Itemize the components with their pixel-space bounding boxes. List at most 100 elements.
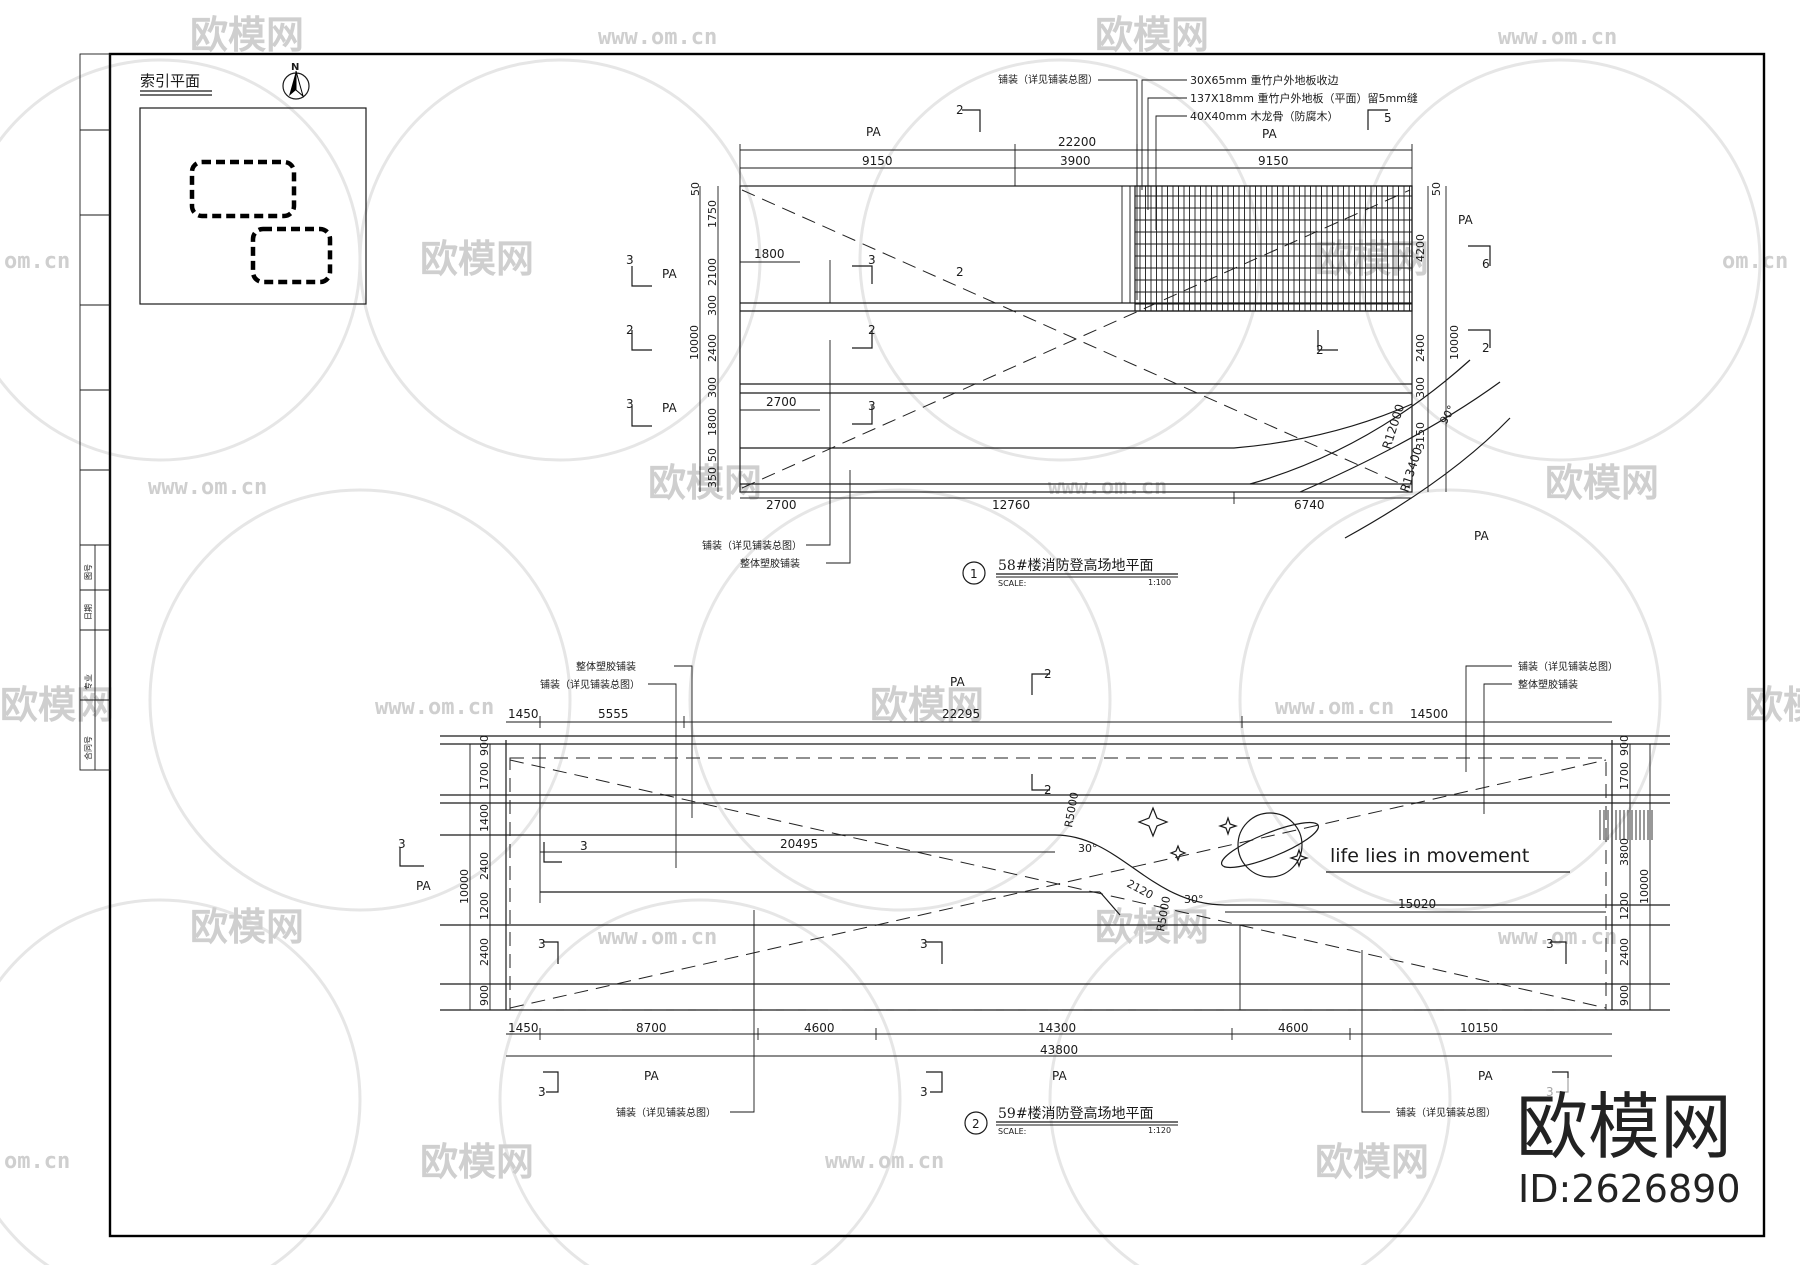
plan2-dim: 900 [1618,985,1631,1006]
plan1-dim: 2400 [1414,334,1427,362]
title-block-line: 日期 [84,604,93,620]
plan2-slogan: life lies in movement [1330,845,1529,867]
plan2-dim: 15020 [1398,897,1436,911]
plan1-pa: PA [1474,529,1489,543]
plan2-dim: 5555 [598,707,629,721]
plan1-note: 整体塑胶铺装 [740,557,800,570]
section-mark: 2 [956,103,964,117]
section-mark: 2 [1316,343,1324,357]
watermark-brand: 欧模网 [1095,13,1209,57]
watermark-site: www.om.cn [825,1149,944,1174]
watermark-site: www.om.cn [1275,695,1394,720]
plan2-number: 2 [972,1117,980,1131]
plan1-dim: 1750 [706,200,719,228]
plan2-dim: 4600 [1278,1021,1309,1035]
plan2-note: 铺装（详见铺装总图） [1518,660,1618,673]
plan2-dim: 900 [1618,735,1631,756]
plan2-note: 铺装（详见铺装总图） [1396,1106,1496,1119]
plan2-dim: 2120 [1125,877,1156,902]
plan1-note: 30X65mm 重竹户外地板收边 [1190,73,1338,87]
watermark-layer: 欧模网 欧模网 欧模网 欧模网 欧模网 欧模网 欧模网 欧模网 欧模网 欧模网 … [0,13,1800,1265]
watermark-site: www.om.cn [1498,925,1617,950]
plan1-pa: PA [866,125,881,139]
brand-logo-text: 欧模网 [1516,1085,1732,1169]
watermark-brand: 欧模网 [0,683,114,727]
plan1-dim: 6740 [1294,498,1325,512]
plan1-radius: R12000 [1380,402,1408,451]
plan2-angle: 30° [1078,842,1098,855]
plan2-dim: 2400 [478,852,491,880]
plan1-radius: R13400 [1398,445,1426,494]
plan2-dim: 900 [478,735,491,756]
north-arrow-icon: N [282,62,310,100]
plan1-number: 1 [970,567,978,581]
asset-id: ID:2626890 [1518,1167,1741,1211]
watermark-brand: 欧模网 [1745,683,1800,727]
section-mark: 3 [398,837,406,851]
plan2-radius: R5000 [1154,895,1173,932]
plan1-scale: 1:100 [1148,578,1171,587]
index-site-1 [189,159,297,219]
plan2-dim: 10150 [1460,1021,1498,1035]
plan1-pa: PA [662,267,677,281]
plan2-dim: 3800 [1618,838,1631,866]
plan2-dim: 900 [478,985,491,1006]
plan2-dim: 4600 [804,1021,835,1035]
plan1-dim: 10000 [1448,325,1461,360]
watermark-site: www.om.cn [375,695,494,720]
watermark-brand: 欧模网 [1315,1140,1429,1184]
plan1-dim: 2400 [706,334,719,362]
plan1-note: 40X40mm 木龙骨（防腐木） [1190,109,1338,123]
watermark-site-short: om.cn [1722,249,1788,274]
plan1-dim: 50 [706,448,719,462]
sheet-frame: 合同号 专业 日期 图号 [79,52,1766,1238]
watermark-site: www.om.cn [1048,475,1167,500]
brand-stamp: 欧模网 ID:2626890 [1508,1078,1741,1218]
watermark-site: www.om.cn [148,475,267,500]
watermark-site-short: om.cn [4,249,70,274]
watermark-brand: 欧模网 [190,13,304,57]
section-mark: 3 [580,839,588,853]
watermark-brand: 欧模网 [870,683,984,727]
plan2-note: 铺装（详见铺装总图） [616,1106,716,1119]
plan2-dim-total: 43800 [1040,1043,1078,1057]
watermark-brand: 欧模网 [1545,461,1659,505]
plan1-dim: 10000 [688,325,701,360]
plan1-dim: 2700 [766,498,797,512]
plan1-dim: 350 [706,467,719,488]
section-mark: 5 [1384,111,1392,125]
section-mark: 3 [920,937,928,951]
plan1-pa: PA [1262,127,1277,141]
section-mark: 2 [1044,667,1052,681]
plan1-title: 58#楼消防登高场地平面 [998,557,1154,574]
plan1-dim: 50 [689,182,702,196]
plan2-dim: 8700 [636,1021,667,1035]
plan1-dim: 50 [1430,182,1443,196]
plan2-dim: 22295 [942,707,980,721]
plan2-scale: 1:120 [1148,1126,1171,1135]
watermark-brand: 欧模网 [190,905,304,949]
plan2-scale-label: SCALE: [998,1127,1026,1136]
star-icon [1169,844,1187,862]
plan1-pa: PA [1458,213,1473,227]
plan2-dim: 2400 [1618,938,1631,966]
watermark-brand: 欧模网 [1095,905,1209,949]
plan2-dim: 1400 [478,804,491,832]
plan-59: 1450 5555 22295 14500 1450 8700 4600 143… [398,660,1670,1136]
watermark-site: www.om.cn [598,925,717,950]
plan1-pa: PA [662,401,677,415]
section-mark: 3 [626,253,634,267]
title-block-line: 专业 [83,674,93,690]
plan1-note: 铺装（详见铺装总图） [702,539,802,552]
section-mark: 3 [538,937,546,951]
star-icon [1289,848,1309,868]
watermark-site-short: om.cn [4,1149,70,1174]
section-mark: 3 [626,397,634,411]
section-mark: 3 [1546,937,1554,951]
watermark-brand: 欧模网 [420,1140,534,1184]
section-mark: 2 [956,265,964,279]
index-site-2 [250,226,333,285]
plan2-pa: PA [416,879,431,893]
star-icon [1218,816,1238,836]
plan1-dim: 9150 [862,154,893,168]
